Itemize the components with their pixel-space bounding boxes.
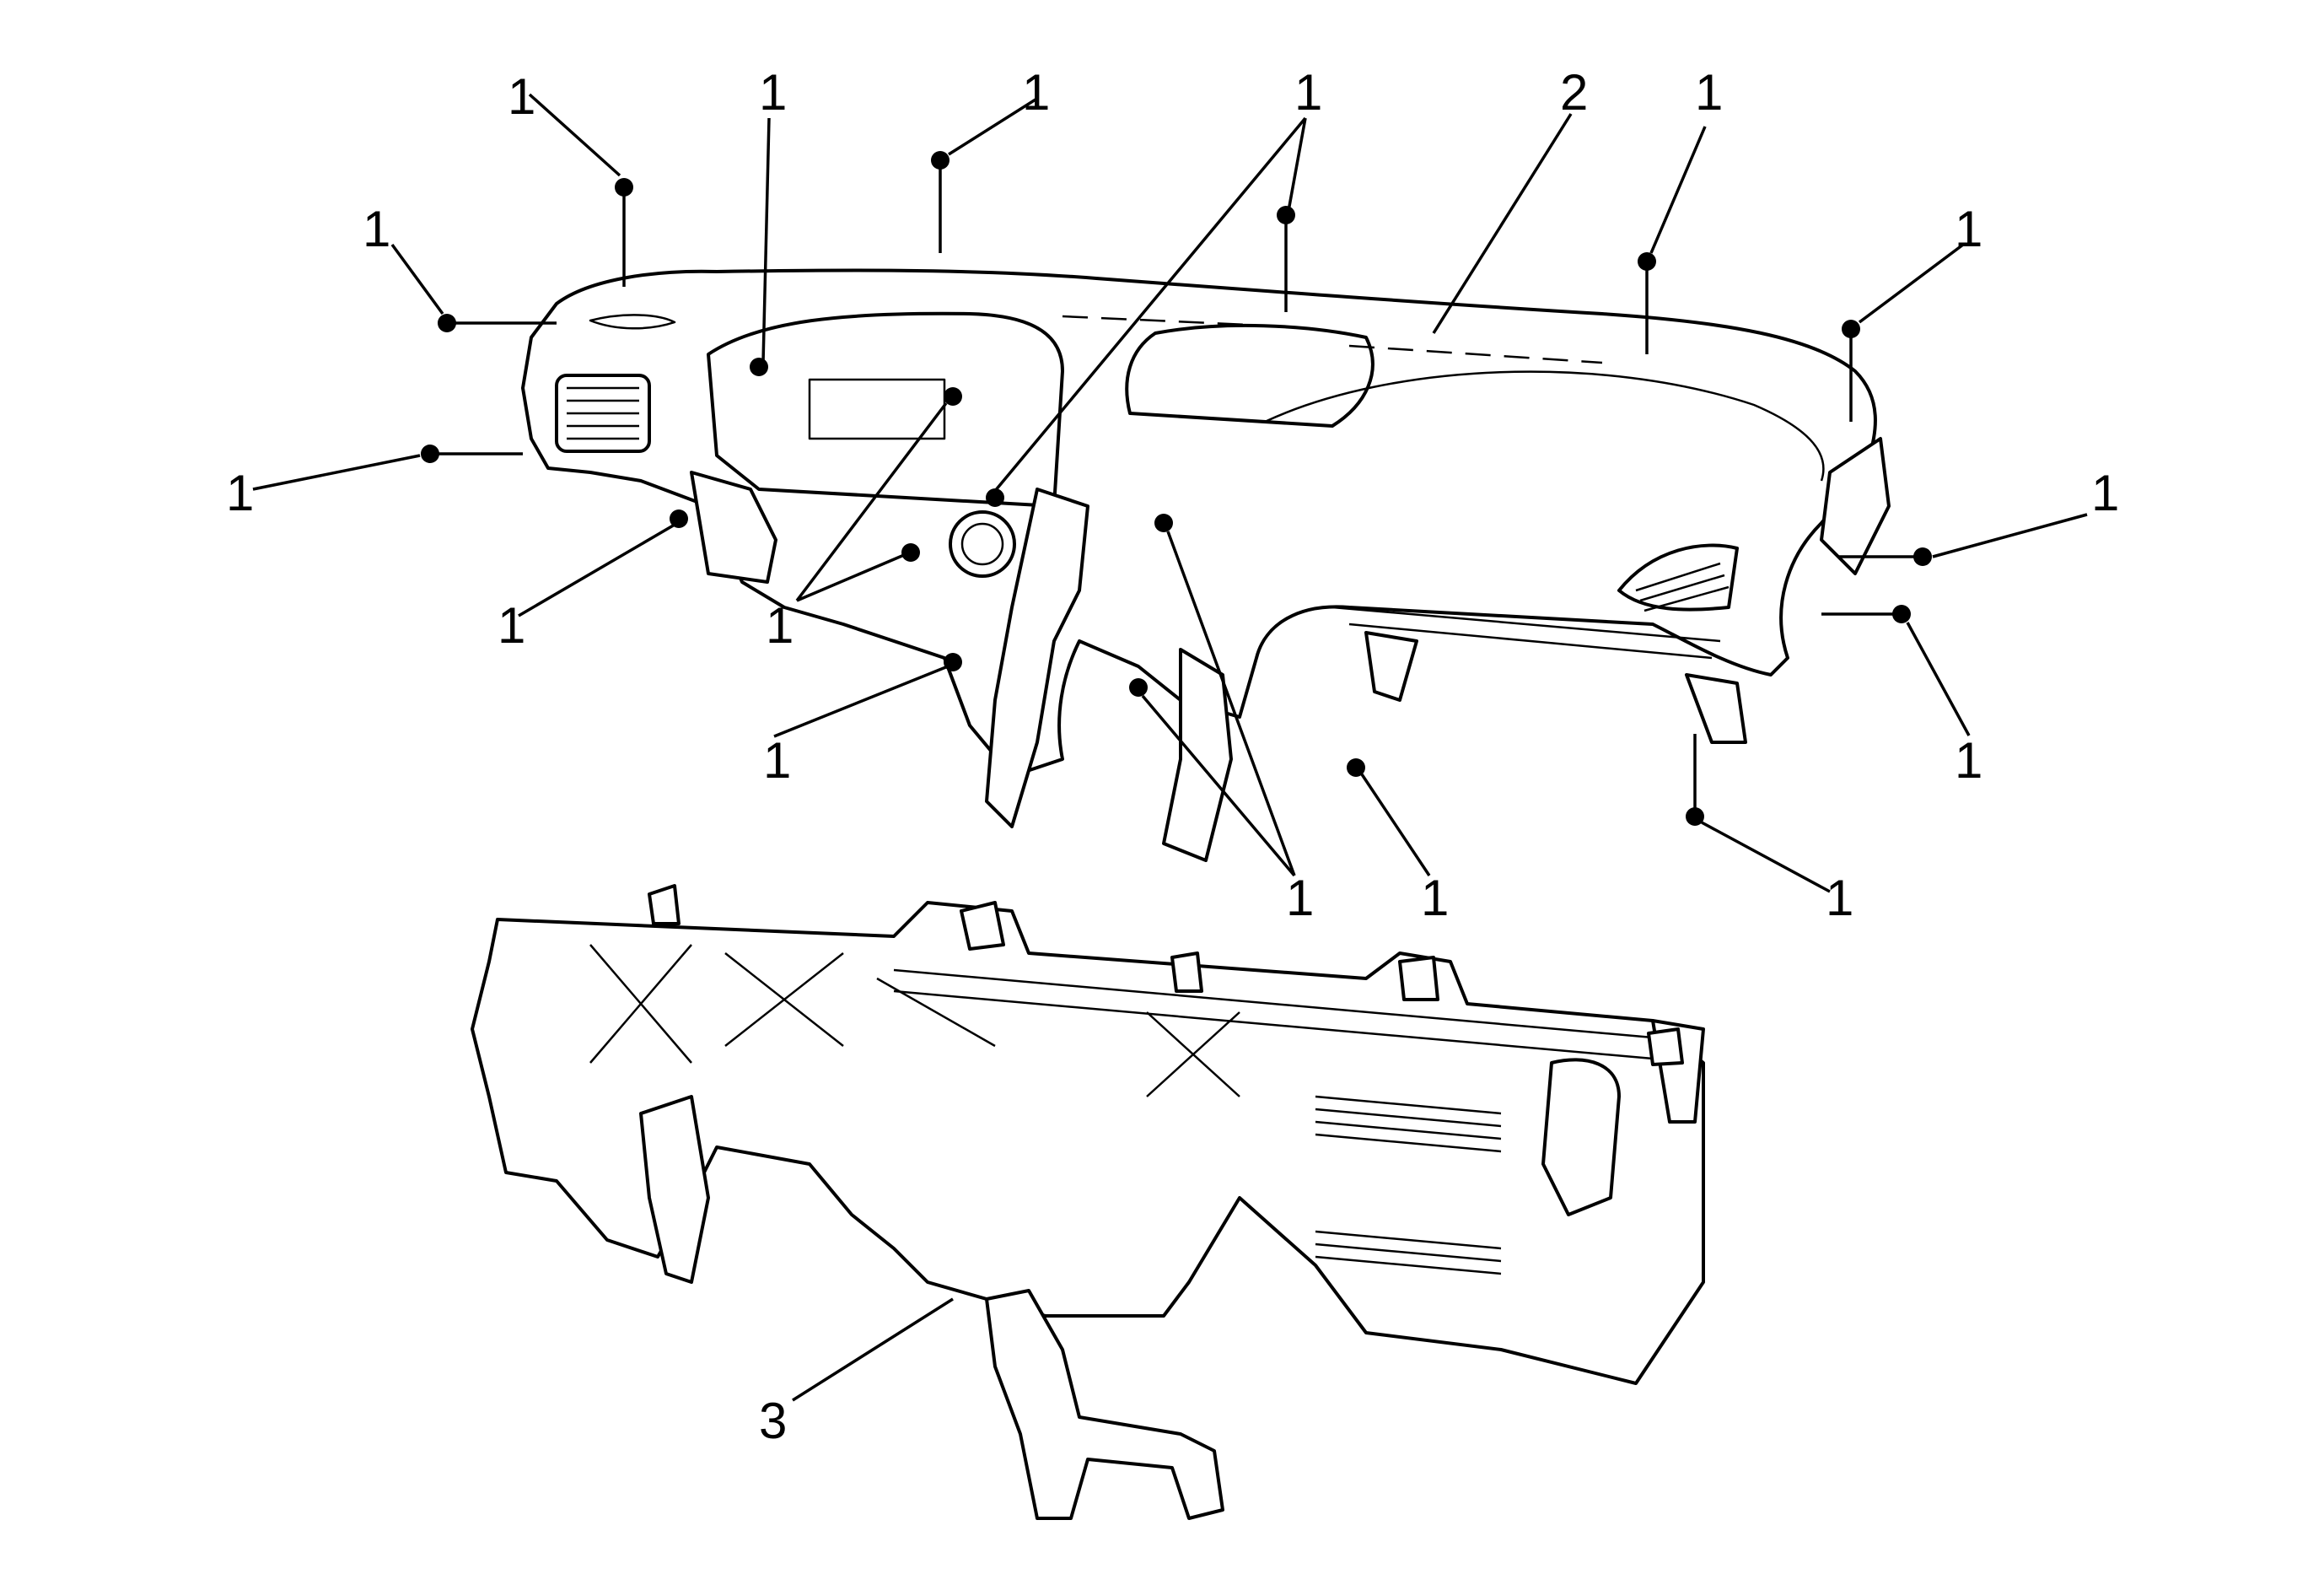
leader-line: [792, 1297, 954, 1402]
right-lower-leg-b: [1685, 673, 1747, 744]
carrier-top-tab-a: [648, 884, 681, 925]
callout-label: 1: [1286, 870, 1314, 926]
callout-label: 1: [508, 68, 535, 125]
leader-line: [252, 452, 523, 491]
leader-line: [993, 116, 1307, 493]
carrier-top-tab-d: [1398, 956, 1439, 1001]
fastener-icon: [944, 653, 962, 671]
callout-label: 2: [1560, 64, 1588, 121]
callout-label: 1: [1294, 64, 1322, 121]
callout-label: 1: [759, 64, 787, 121]
left-defrost-slot: [589, 314, 676, 330]
carrier-top-tab-b: [960, 901, 1005, 951]
carrier-center-support: [985, 1289, 1224, 1520]
leader-line: [1693, 734, 1831, 893]
leader-line: [390, 243, 557, 325]
callout-label: 3: [759, 1393, 787, 1449]
fastener-icon: [901, 543, 920, 562]
callout-label: 1: [1955, 732, 1982, 789]
center-display-opening: [1125, 323, 1374, 428]
callout-label: 1: [2091, 465, 2119, 521]
fastener-icon: [1154, 514, 1173, 532]
leader-line: [1432, 113, 1573, 334]
left-air-vent-louvers: [567, 386, 639, 440]
leader-line: [795, 402, 948, 602]
upper-dash-dashline: [1062, 315, 1603, 364]
fastener-icon: [986, 488, 1004, 507]
callout-label: 1: [498, 597, 525, 654]
carrier-left-bracket: [639, 1095, 710, 1284]
center-lower-leg: [1162, 648, 1233, 862]
leader-line: [939, 98, 1036, 253]
carrier-upper-rail: [893, 968, 1654, 1060]
fastener-icon: [670, 509, 688, 528]
lower-trim-lip: [1331, 606, 1721, 660]
leader-line: [1838, 513, 2088, 558]
carrier-cross-bracing: [589, 944, 1240, 1097]
leader-line: [773, 665, 949, 738]
leader-line: [761, 117, 771, 364]
fasteners: [421, 151, 1932, 826]
fastener-icon: [1129, 678, 1148, 697]
cluster-opening: [707, 311, 1064, 508]
leader-line: [1821, 612, 1971, 736]
callout-label: 1: [766, 597, 793, 654]
left-lower-leg: [690, 471, 777, 584]
right-air-vent-louvers: [1635, 562, 1730, 612]
callout-labels: 1 1 1 1 1 1 1 1 1 1 1 1 1 1 1 1 2 3: [226, 64, 2119, 1449]
carrier-right-bracket: [1541, 1058, 1621, 1216]
instrument-panel: [521, 268, 1891, 862]
leader-line: [1141, 531, 1296, 877]
callout-label: 1: [763, 732, 791, 789]
fastener-icon: [1347, 758, 1365, 777]
leader-line: [1645, 126, 1707, 354]
callout-label: 1: [1421, 870, 1449, 926]
instrument-panel-carrier: [471, 884, 1705, 1520]
leader-line: [1849, 243, 1965, 422]
leader-line: [1360, 774, 1431, 876]
center-stack-bracket: [985, 488, 1089, 828]
column-opening: [949, 510, 1016, 578]
leader-line: [518, 523, 675, 617]
upper-dash-contour: [1264, 370, 1825, 482]
callout-label: 1: [1955, 201, 1982, 257]
leader-lines: [252, 93, 2088, 1402]
fastener-icon: [944, 387, 962, 406]
carrier-hvac-louvers: [1315, 1095, 1502, 1275]
carrier-top-tab-c: [1170, 951, 1203, 993]
callout-label: 1: [1022, 64, 1050, 121]
leader-line: [528, 93, 626, 287]
right-lower-leg-a: [1364, 631, 1418, 702]
callout-label: 1: [1826, 870, 1853, 926]
callout-label: 1: [363, 201, 390, 257]
callout-label: 1: [226, 465, 254, 521]
column-opening-ring: [960, 522, 1004, 566]
carrier-top-tab-e: [1647, 1027, 1684, 1066]
cluster-display-window: [808, 378, 946, 440]
right-end-cap: [1820, 437, 1891, 575]
fastener-icon: [750, 358, 768, 376]
callout-label: 1: [1695, 64, 1723, 121]
